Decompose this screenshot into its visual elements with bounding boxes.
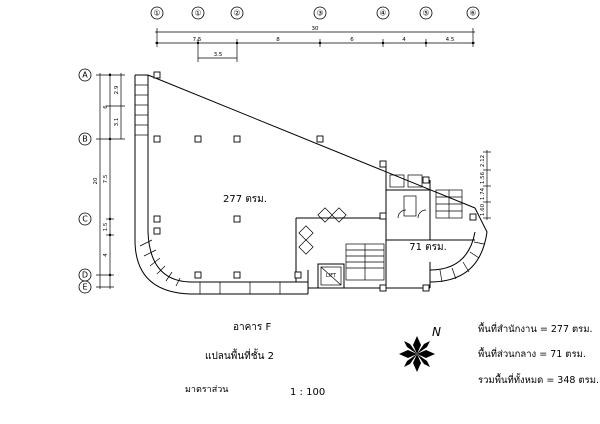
svg-text:④: ④ <box>379 9 386 18</box>
grid-bubble-col-1a: ① <box>150 6 164 20</box>
grid-bubble-col-2: ② <box>230 6 244 20</box>
grid-bubble-col-1b: ① <box>191 6 205 20</box>
grid-bubble-col-4: ④ <box>376 6 390 20</box>
dim-left-seg-2: 7.5 <box>103 174 109 183</box>
building-outline <box>134 74 488 295</box>
dim-top-seg-3: 6 <box>350 37 354 43</box>
summary-total: รวมพื้นที่ทั้งหมด = 348 ตรม. <box>478 373 599 386</box>
dim-left-total: 20 <box>93 177 99 184</box>
svg-text:A: A <box>82 71 88 80</box>
grid-bubble-row-a: A <box>78 68 92 82</box>
dim-left-seg-4: 4 <box>103 253 109 257</box>
dim-right-1: 1.60 <box>480 203 486 216</box>
dim-top-sub: 3.5 <box>214 52 223 58</box>
grid-bubble-col-3: ③ <box>313 6 327 20</box>
svg-text:D: D <box>82 271 88 280</box>
dim-left-sub-1: 2.9 <box>114 85 120 94</box>
column-grid-bubbles: ① ① ② ③ ④ ⑤ ⑥ <box>150 6 480 20</box>
dim-right-3: 1.56 <box>480 171 486 184</box>
grid-bubble-col-5: ⑤ <box>419 6 433 20</box>
grid-bubble-col-6: ⑥ <box>466 6 480 20</box>
svg-text:①: ① <box>153 9 160 18</box>
north-label: N <box>432 325 441 339</box>
dim-top-seg-2: 8 <box>276 37 280 43</box>
scale-value: 1 : 100 <box>290 387 325 398</box>
office-area-label: 277 ตรม. <box>223 194 267 205</box>
top-dimensions: 30 7.5 8 6 4 4.5 3.5 <box>155 26 475 62</box>
dim-left-sub-2: 3.1 <box>114 118 120 127</box>
central-area-label: 71 ตรม. <box>409 242 447 253</box>
dim-top-seg-4: 4 <box>402 37 406 43</box>
svg-text:⑥: ⑥ <box>469 9 476 18</box>
svg-text:C: C <box>82 215 88 224</box>
dim-left-seg-1: 6 <box>103 105 109 109</box>
summary-office: พื้นที่สำนักงาน = 277 ตรม. <box>478 322 593 335</box>
dim-right-2: 1.74 <box>480 187 486 200</box>
svg-text:②: ② <box>233 9 240 18</box>
grid-bubble-row-b: B <box>78 132 92 146</box>
grid-bubble-row-d: D <box>78 268 92 282</box>
dim-left-seg-3: 1.5 <box>103 222 109 231</box>
lift-shaft <box>317 263 345 289</box>
north-arrow-icon: N <box>399 325 441 372</box>
dim-top-seg-1: 7.5 <box>193 37 202 43</box>
summary-central: พื้นที่ส่วนกลาง = 71 ตรม. <box>478 347 586 360</box>
lift-label: LIFT <box>326 273 337 279</box>
dim-right-4: 2.12 <box>480 155 486 167</box>
svg-text:B: B <box>82 135 88 144</box>
plan-title: แปลนพื้นที่ชั้น 2 <box>205 348 274 362</box>
structural-columns <box>153 71 477 292</box>
dim-top-seg-5: 4.5 <box>446 37 455 43</box>
scale-label: มาตราส่วน <box>185 385 228 395</box>
right-dimensions: 1.60 1.74 1.56 2.12 <box>480 150 491 220</box>
building-title: อาคาร F <box>233 322 271 333</box>
svg-text:③: ③ <box>316 9 323 18</box>
left-dimensions: 20 6 7.5 1.5 4 2.9 3.1 <box>93 73 125 289</box>
row-grid-bubbles: A B C D E <box>78 68 92 294</box>
grid-bubble-row-c: C <box>78 212 92 226</box>
svg-text:①: ① <box>194 9 201 18</box>
svg-text:E: E <box>82 283 87 292</box>
grid-bubble-row-e: E <box>78 280 92 294</box>
svg-text:⑤: ⑤ <box>422 9 429 18</box>
dim-top-total: 30 <box>312 26 319 32</box>
